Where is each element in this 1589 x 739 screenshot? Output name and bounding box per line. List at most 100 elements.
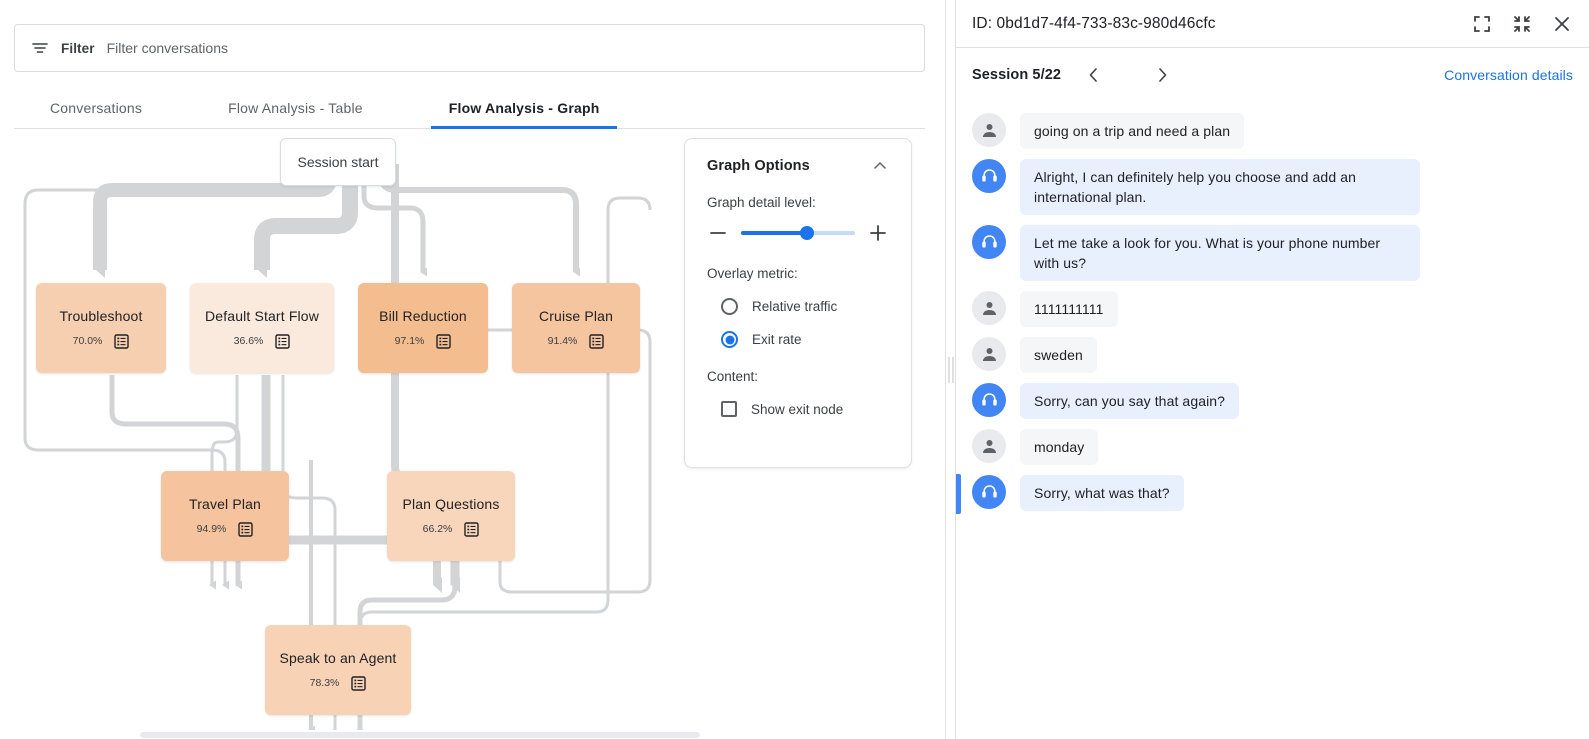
message-row-focused: Sorry, what was that? xyxy=(956,470,1589,516)
message-row: Alright, I can definitely help you choos… xyxy=(956,154,1589,220)
graph-options-header: Graph Options xyxy=(707,157,889,175)
message-row: going on a trip and need a plan xyxy=(956,108,1589,154)
radio-icon[interactable] xyxy=(721,298,738,315)
tab-conversations[interactable]: Conversations xyxy=(32,88,160,128)
close-icon[interactable] xyxy=(1551,13,1573,35)
flow-analysis-pane: Filter Conversations Flow Analysis - Tab… xyxy=(0,0,945,739)
flow-graph-canvas[interactable]: Session start Troubleshoot 70.0% Default… xyxy=(0,130,945,730)
expand-icon[interactable] xyxy=(1471,13,1493,35)
filter-bar[interactable]: Filter xyxy=(14,24,925,72)
message-bubble: going on a trip and need a plan xyxy=(1020,113,1245,149)
message-row: Sorry, can you say that again? xyxy=(956,378,1589,424)
chevron-right-icon[interactable] xyxy=(1149,62,1175,88)
conversation-header: ID: 0bd1d7-4f4-733-83c-980d46cfc xyxy=(956,0,1589,48)
graph-node-speak-to-an-agent[interactable]: Speak to an Agent 78.3% xyxy=(265,625,411,715)
node-meta: 91.4% xyxy=(548,333,605,349)
tab-label: Conversations xyxy=(50,100,143,116)
node-label: Speak to an Agent xyxy=(279,649,397,666)
message-bubble: Sorry, what was that? xyxy=(1020,475,1184,511)
conversation-panel: ID: 0bd1d7-4f4-733-83c-980d46cfc xyxy=(956,0,1589,739)
message-bubble: Let me take a look for you. What is your… xyxy=(1020,225,1420,281)
graph-detail-slider-row xyxy=(707,222,889,244)
slider-fill xyxy=(741,231,808,235)
graph-node-travel-plan[interactable]: Travel Plan 94.9% xyxy=(161,471,289,561)
list-table-icon[interactable] xyxy=(436,333,452,349)
tab-flow-analysis-graph[interactable]: Flow Analysis - Graph xyxy=(430,88,618,129)
tab-bar: Conversations Flow Analysis - Table Flow… xyxy=(14,88,925,129)
graph-options-panel: Graph Options Graph detail level: xyxy=(684,138,912,468)
message-row: Let me take a look for you. What is your… xyxy=(956,220,1589,286)
message-row: sweden xyxy=(956,332,1589,378)
radio-label: Relative traffic xyxy=(752,299,838,314)
panel-resize-handle[interactable] xyxy=(945,0,956,739)
node-exit-rate: 36.6% xyxy=(233,335,264,347)
plus-icon[interactable] xyxy=(867,222,889,244)
message-bubble: monday xyxy=(1020,429,1099,465)
message-list[interactable]: going on a trip and need a plan Alright,… xyxy=(956,102,1589,739)
tab-flow-analysis-table[interactable]: Flow Analysis - Table xyxy=(210,88,381,128)
agent-avatar xyxy=(972,225,1006,259)
list-table-icon[interactable] xyxy=(238,521,254,537)
node-label: Session start xyxy=(297,154,379,170)
drag-handle-icon[interactable] xyxy=(948,356,953,383)
node-meta: 94.9% xyxy=(196,521,254,537)
graph-options-title: Graph Options xyxy=(707,158,810,174)
overlay-metric-label: Overlay metric: xyxy=(707,266,798,281)
node-exit-rate: 94.9% xyxy=(196,523,227,535)
filter-label: Filter xyxy=(61,40,95,56)
checkbox-show-exit-node[interactable]: Show exit node xyxy=(707,396,889,422)
node-label: Default Start Flow xyxy=(205,307,319,324)
list-table-icon[interactable] xyxy=(464,521,480,537)
message-bubble: Alright, I can definitely help you choos… xyxy=(1020,159,1420,215)
agent-avatar xyxy=(972,383,1006,417)
chevron-left-icon[interactable] xyxy=(1081,62,1107,88)
message-bubble: 1111111111 xyxy=(1020,291,1118,327)
graph-node-session-start[interactable]: Session start xyxy=(280,138,396,186)
checkbox-icon[interactable] xyxy=(721,401,737,417)
chevron-up-icon[interactable] xyxy=(871,157,889,175)
list-table-icon[interactable] xyxy=(589,333,605,349)
search-input[interactable] xyxy=(106,25,908,71)
user-avatar xyxy=(972,113,1006,147)
node-label: Travel Plan xyxy=(189,495,261,512)
node-label: Plan Questions xyxy=(402,495,500,512)
list-table-icon[interactable] xyxy=(351,675,367,691)
radio-relative-traffic[interactable]: Relative traffic xyxy=(707,293,889,320)
conversation-id: ID: 0bd1d7-4f4-733-83c-980d46cfc xyxy=(972,14,1216,32)
filter-icon xyxy=(31,39,49,57)
scrollbar-thumb[interactable] xyxy=(140,732,700,738)
user-avatar xyxy=(972,429,1006,463)
graph-node-cruise-plan[interactable]: Cruise Plan 91.4% xyxy=(512,283,640,373)
session-counter: Session 5/22 xyxy=(972,67,1062,83)
graph-node-default-start-flow[interactable]: Default Start Flow 36.6% xyxy=(190,283,334,373)
node-meta: 97.1% xyxy=(395,333,452,349)
node-label: Bill Reduction xyxy=(379,307,467,324)
collapse-icon[interactable] xyxy=(1511,13,1533,35)
node-meta: 70.0% xyxy=(72,333,130,349)
graph-node-bill-reduction[interactable]: Bill Reduction 97.1% xyxy=(358,283,488,373)
list-table-icon[interactable] xyxy=(275,333,291,349)
slider-thumb[interactable] xyxy=(800,226,815,240)
graph-node-troubleshoot[interactable]: Troubleshoot 70.0% xyxy=(36,283,166,373)
agent-avatar xyxy=(972,159,1006,193)
radio-icon-selected[interactable] xyxy=(721,331,738,348)
minus-icon[interactable] xyxy=(707,222,729,244)
message-row: 1111111111 xyxy=(956,286,1589,332)
graph-node-plan-questions[interactable]: Plan Questions 66.2% xyxy=(387,471,515,561)
node-exit-rate: 70.0% xyxy=(72,335,103,347)
graph-horizontal-scrollbar[interactable] xyxy=(0,730,945,739)
node-exit-rate: 66.2% xyxy=(422,523,453,535)
node-meta: 36.6% xyxy=(233,333,291,349)
radio-exit-rate[interactable]: Exit rate xyxy=(707,326,889,353)
conversation-details-link[interactable]: Conversation details xyxy=(1444,67,1573,83)
node-exit-rate: 78.3% xyxy=(309,677,340,689)
graph-detail-slider[interactable] xyxy=(741,226,855,240)
message-bubble: sweden xyxy=(1020,337,1097,373)
radio-label: Exit rate xyxy=(752,332,802,347)
list-table-icon[interactable] xyxy=(114,333,130,349)
message-row: monday xyxy=(956,424,1589,470)
message-bubble: Sorry, can you say that again? xyxy=(1020,383,1240,419)
header-actions xyxy=(1471,13,1573,35)
agent-avatar xyxy=(972,475,1006,509)
